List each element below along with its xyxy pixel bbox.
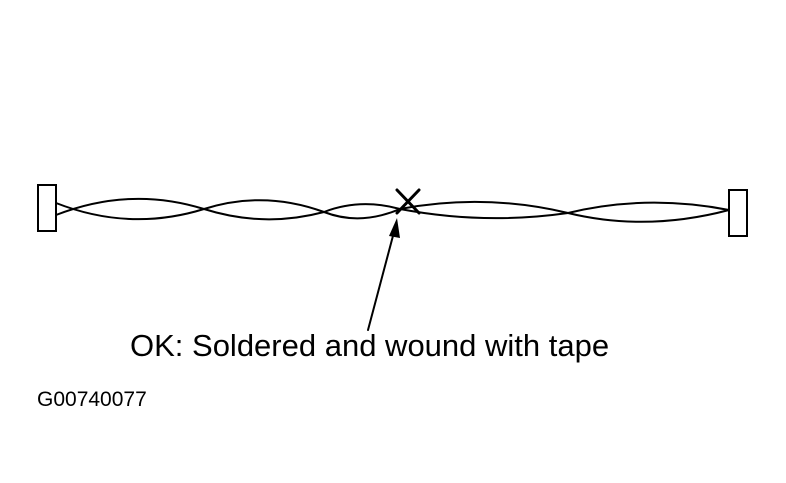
twisted-wire-pair	[55, 197, 730, 223]
splice-callout-label: OK: Soldered and wound with tape	[130, 328, 609, 363]
splice-mark-x	[395, 188, 421, 215]
figure-code: G00740077	[37, 388, 147, 411]
arrowhead	[389, 218, 400, 238]
left-connector	[37, 184, 57, 232]
right-connector	[728, 189, 748, 237]
leader-arrow	[367, 218, 400, 331]
wire-a	[55, 199, 730, 223]
wire-b	[55, 197, 730, 221]
